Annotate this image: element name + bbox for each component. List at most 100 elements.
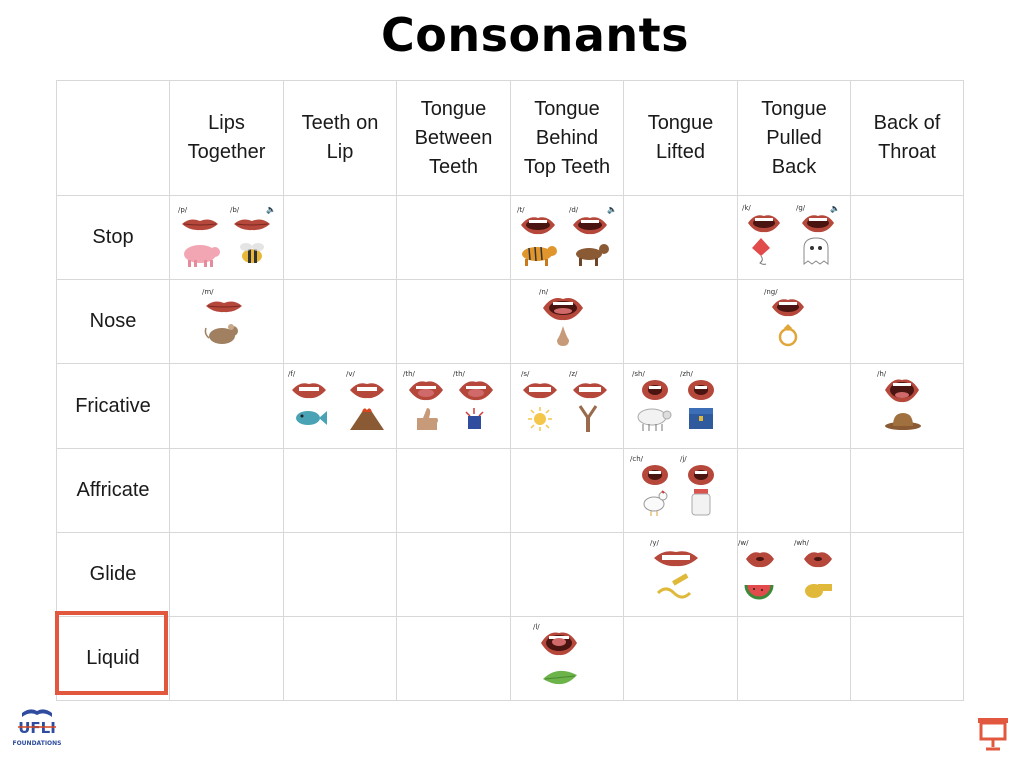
cell-stop-behind[interactable]: /t/ /d/ 🔈 <box>510 195 624 280</box>
rounded-lips-icon <box>688 465 714 485</box>
whistle-icon <box>805 584 832 598</box>
cell-liquid-lifted <box>623 616 738 701</box>
ghost-icon <box>803 237 829 265</box>
cell-stop-between <box>396 195 511 280</box>
liquid-row-highlight <box>55 611 168 695</box>
sound-label: /ng/ <box>764 288 778 296</box>
sound-label: /y/ <box>650 539 659 547</box>
cell-affr-behind <box>510 448 624 533</box>
cell-fric-lifted[interactable]: /sh/ /zh/ <box>623 363 738 449</box>
sound-label: /h/ <box>877 370 887 378</box>
cell-nose-teeth <box>283 279 397 364</box>
dog-icon <box>576 244 609 266</box>
sheep-icon <box>637 408 672 431</box>
bee-icon <box>240 243 264 263</box>
speaker-icon[interactable]: 🔈 <box>830 204 840 213</box>
cell-nose-behind[interactable]: /n/ <box>510 279 624 364</box>
cell-liquid-between <box>396 616 511 701</box>
open-mouth-icon <box>748 215 780 233</box>
sound-label: /m/ <box>202 288 214 296</box>
corner-cell <box>56 80 170 196</box>
row-liquid: Liquid <box>56 616 170 701</box>
cell-glide-lifted[interactable]: /y/ <box>623 532 738 617</box>
sound-label: /k/ <box>742 204 751 212</box>
cell-liquid-teeth <box>283 616 397 701</box>
wide-open-mouth-icon <box>885 379 919 403</box>
sound-label: /th/ <box>403 370 415 378</box>
open-mouth-icon <box>772 299 804 317</box>
sound-label: /z/ <box>569 370 578 378</box>
cell-affr-between <box>396 448 511 533</box>
sound-label: /d/ <box>569 206 579 214</box>
presentation-icon[interactable] <box>976 714 1010 752</box>
cell-nose-throat <box>850 279 964 364</box>
speaker-icon[interactable]: 🔈 <box>266 205 276 214</box>
open-mouth-icon <box>802 215 834 233</box>
sound-label: /p/ <box>178 206 188 214</box>
cell-nose-pulled[interactable]: /ng/ <box>737 279 851 364</box>
open-mouth-tongue-icon <box>573 217 607 235</box>
mouse-icon <box>204 324 238 344</box>
row-fricative: Fricative <box>56 363 170 449</box>
cell-liquid-pulled <box>737 616 851 701</box>
cell-stop-teeth <box>283 195 397 280</box>
sound-label: /n/ <box>539 288 549 296</box>
watermelon-icon <box>744 584 774 600</box>
lip-teeth-icon <box>350 383 384 399</box>
thumb-icon <box>417 408 438 430</box>
cell-glide-teeth <box>283 532 397 617</box>
cell-glide-behind <box>510 532 624 617</box>
sound-label: /g/ <box>796 204 806 212</box>
teeth-mouth-icon <box>573 383 607 399</box>
cell-fric-teeth[interactable]: /f/ /v/ <box>283 363 397 449</box>
cell-affr-teeth <box>283 448 397 533</box>
cell-fric-behind[interactable]: /s/ /z/ <box>510 363 624 449</box>
cell-fric-between[interactable]: /th/ /th/ <box>396 363 511 449</box>
cell-stop-lips[interactable]: /p/ /b/ 🔈 <box>169 195 284 280</box>
sun-icon <box>528 407 552 431</box>
rounded-lips-icon <box>642 465 668 485</box>
open-mouth-tongue-icon <box>543 298 583 321</box>
row-glide: Glide <box>56 532 170 617</box>
cell-fric-throat[interactable]: /h/ <box>850 363 964 449</box>
cell-stop-pulled[interactable]: /k/ /g/ 🔈 <box>737 195 851 280</box>
sound-label: /l/ <box>533 623 540 631</box>
cell-glide-pulled[interactable]: /w/ /wh/ <box>737 532 851 617</box>
cell-glide-throat <box>850 532 964 617</box>
svg-text:FOUNDATIONS: FOUNDATIONS <box>12 740 61 747</box>
ring-icon <box>778 324 798 347</box>
closed-lips-icon <box>234 219 270 231</box>
cell-liquid-behind[interactable]: /l/ <box>510 616 624 701</box>
chicken-icon <box>643 490 668 516</box>
cell-liquid-lips <box>169 616 284 701</box>
closed-lips-icon <box>182 219 218 231</box>
cell-nose-lips[interactable]: /m/ <box>169 279 284 364</box>
leaf-icon <box>543 670 577 685</box>
nose-icon <box>557 326 569 346</box>
lip-teeth-icon <box>292 383 326 399</box>
open-mouth-tongue-icon <box>521 217 555 235</box>
pig-icon <box>184 245 220 267</box>
jar-icon <box>691 489 711 516</box>
row-affricate: Affricate <box>56 448 170 533</box>
zipper-icon <box>578 405 598 432</box>
treasure-icon <box>689 408 713 429</box>
cell-glide-between <box>396 532 511 617</box>
cell-affr-throat <box>850 448 964 533</box>
cell-affr-lifted[interactable]: /ch/ /j/ <box>623 448 738 533</box>
sound-label: /zh/ <box>680 370 693 378</box>
row-nose: Nose <box>56 279 170 364</box>
cell-fric-pulled <box>737 363 851 449</box>
sound-label: /b/ <box>230 206 240 214</box>
closed-lips-icon <box>206 301 242 313</box>
row-stop: Stop <box>56 195 170 280</box>
cell-glide-lips <box>169 532 284 617</box>
tiger-icon <box>522 246 557 266</box>
speaker-icon[interactable]: 🔈 <box>607 205 617 214</box>
tongue-up-mouth-icon <box>541 632 577 656</box>
fish-icon <box>296 411 327 425</box>
rounded-lips-icon <box>642 380 668 400</box>
